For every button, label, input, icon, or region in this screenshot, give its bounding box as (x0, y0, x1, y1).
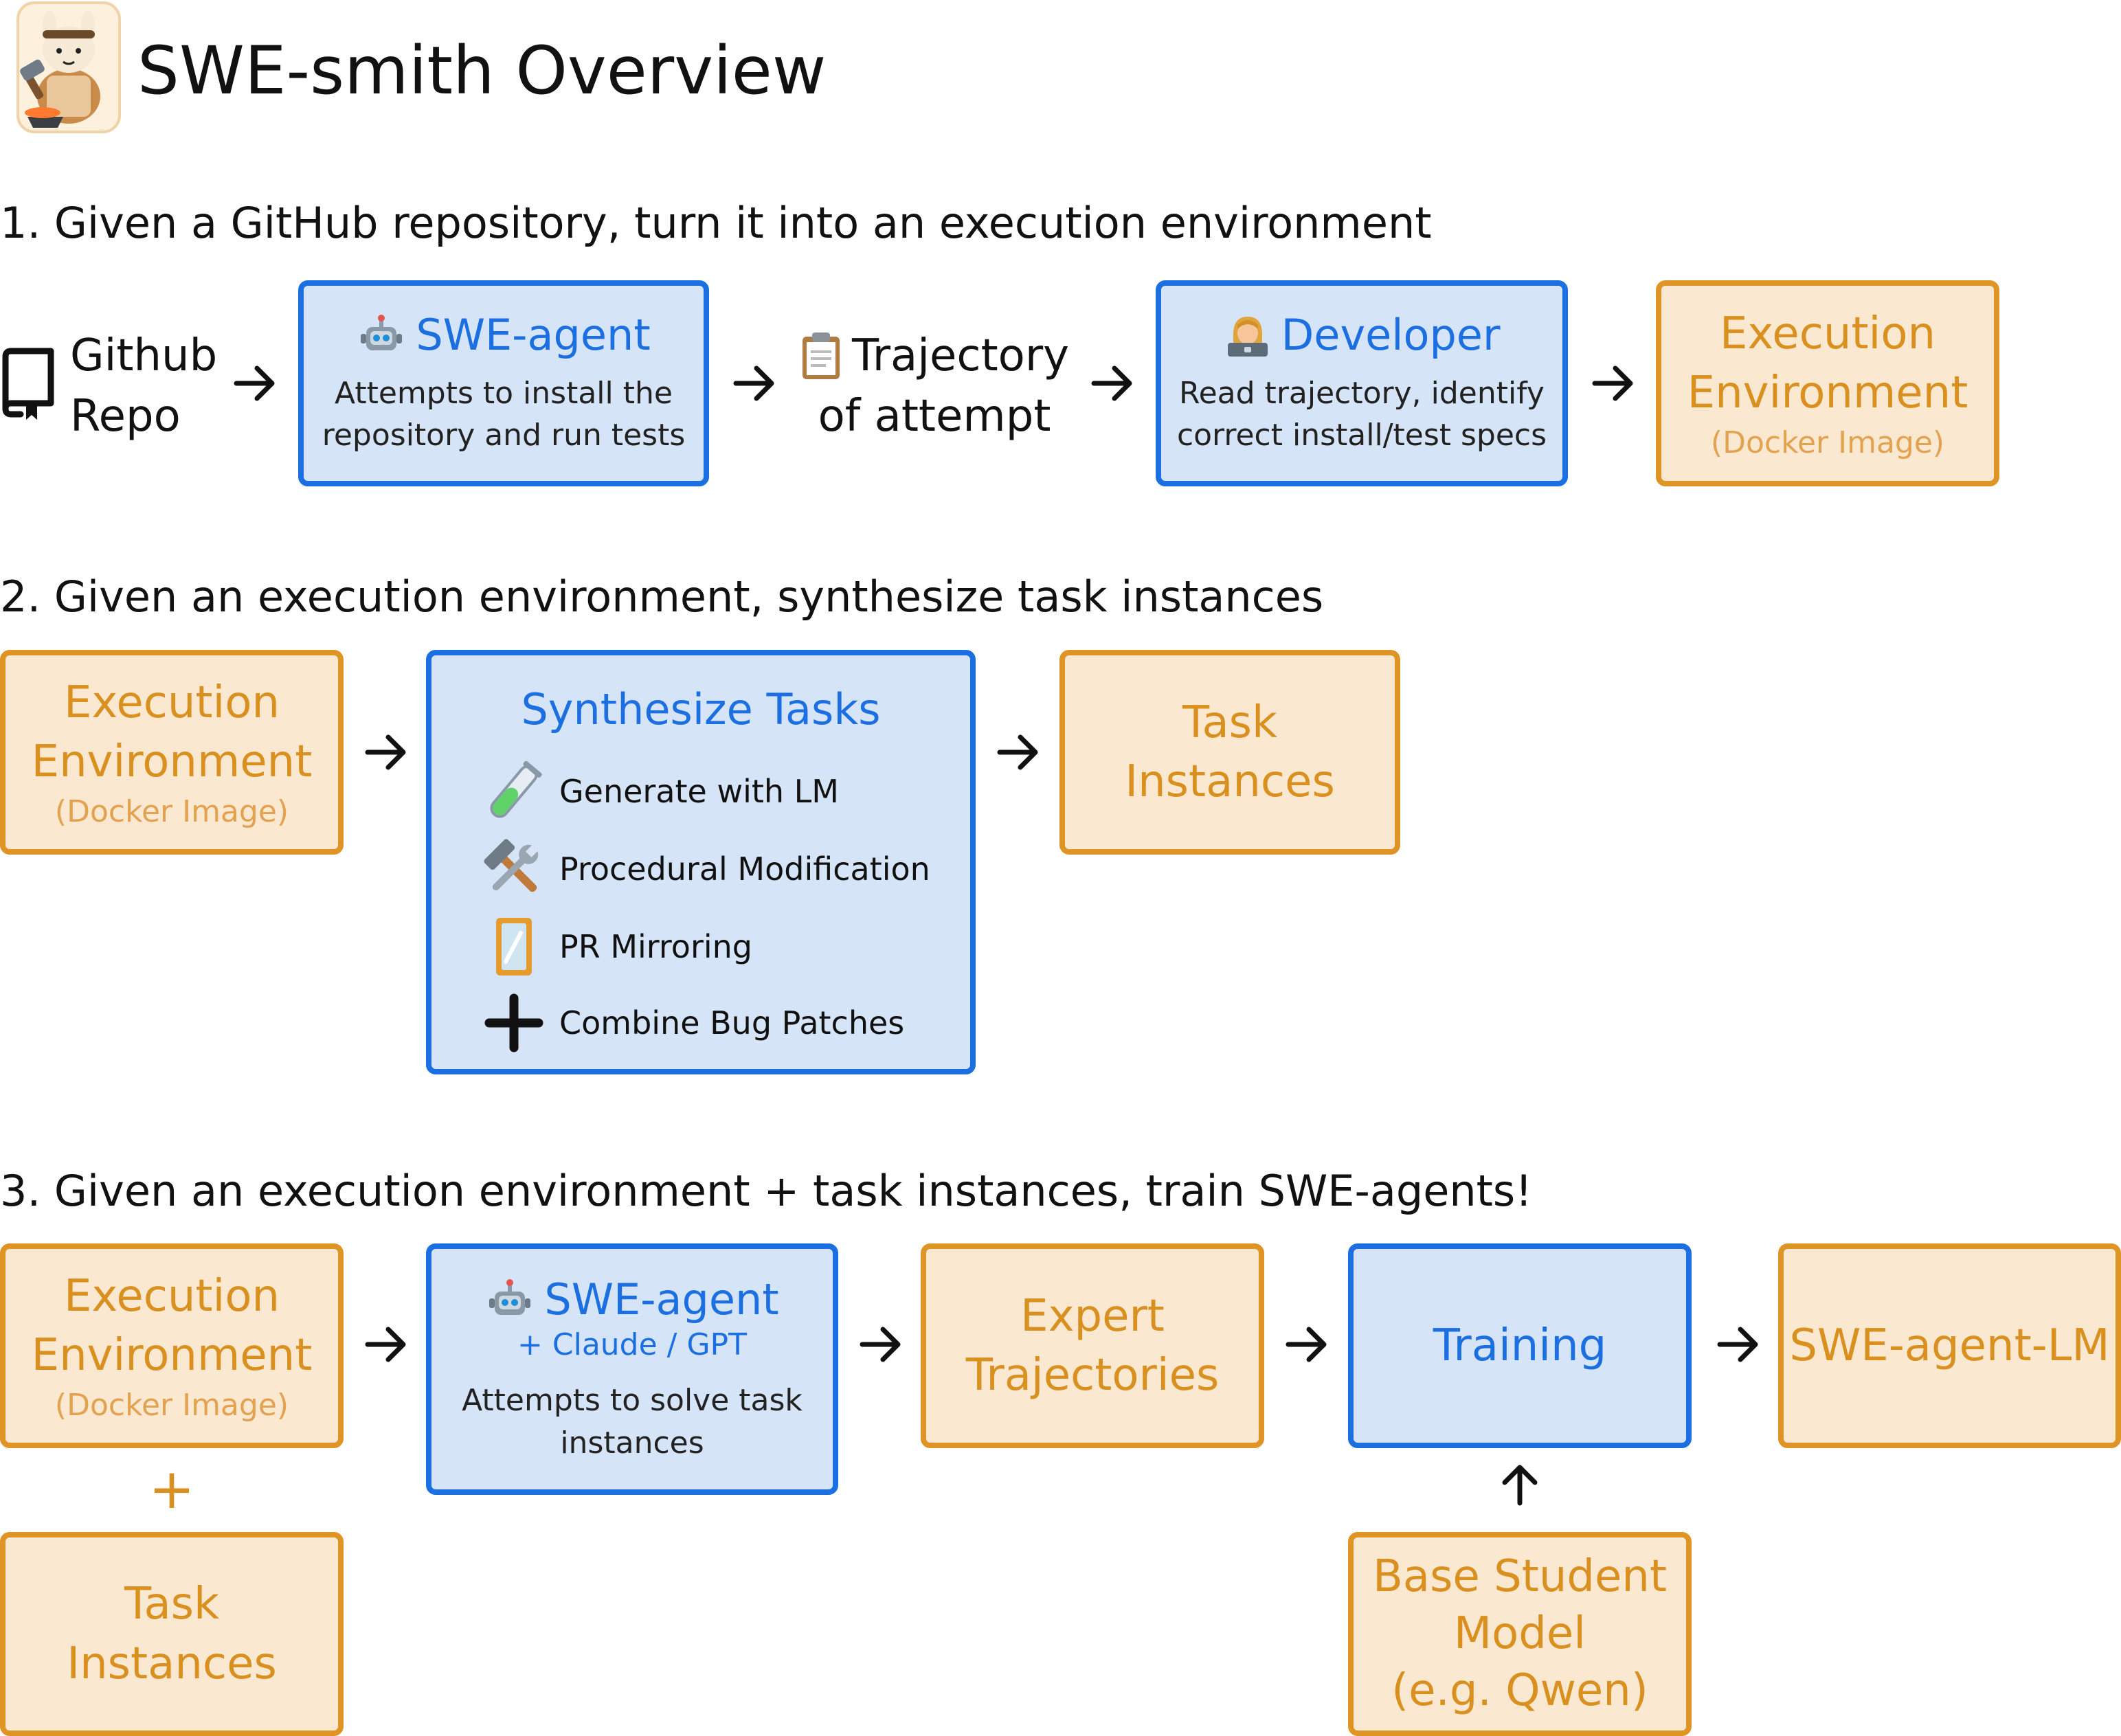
execution-environment-box-2: Execution Environment (Docker Image) (0, 650, 344, 855)
arrow-synthesize-to-tasks (994, 728, 1042, 776)
swe-agent-lm-box: SWE-agent-LM (1778, 1243, 2121, 1448)
developer-icon (1227, 317, 1268, 357)
method-combine-bug-patches: Combine Bug Patches (481, 990, 904, 1056)
swe-agent-desc: Attempts to install the repository and r… (322, 375, 686, 453)
arrow-training-to-output (1714, 1320, 1762, 1368)
method-procedural-modification: Procedural Modification (481, 836, 930, 902)
synthesize-tasks-title: Synthesize Tasks (521, 684, 881, 734)
robot-icon (361, 315, 403, 351)
base-student-model-box: Base Student Model (e.g. Qwen) (1348, 1532, 1692, 1736)
execution-environment-box-3: Execution Environment (Docker Image) (0, 1243, 344, 1448)
clipboard-icon (803, 332, 840, 379)
arrow-env-to-synthesize (362, 728, 410, 776)
plus-sign: + (148, 1457, 195, 1521)
page-title: SWE-smith Overview (137, 32, 827, 109)
expert-trajectories-box: Expert Trajectories (921, 1243, 1264, 1448)
execution-environment-box-1: Execution Environment (Docker Image) (1656, 280, 1999, 486)
section-3-heading: 3. Given an execution environment + task… (0, 1166, 1533, 1216)
task-instances-box-1: Task Instances (1059, 650, 1400, 855)
swe-agent-model-sub: + Claude / GPT (517, 1327, 747, 1362)
trajectory-label: Trajectory of attempt (797, 326, 1072, 447)
swe-agent-title: SWE-agent (416, 310, 651, 361)
robot-icon (489, 1278, 531, 1315)
mirror-icon (481, 914, 547, 980)
hammer-wrench-icon (481, 836, 547, 902)
arrow-developer-to-env (1589, 359, 1637, 407)
method-pr-mirroring: PR Mirroring (481, 914, 752, 980)
developer-box: Developer Read trajectory, identify corr… (1156, 280, 1568, 486)
section-2-heading: 2. Given an execution environment, synth… (0, 572, 1324, 622)
arrow-expert-to-training (1283, 1320, 1331, 1368)
test-tube-icon (481, 758, 547, 824)
arrow-repo-to-agent (231, 359, 279, 407)
swe-agent-solve-box: SWE-agent + Claude / GPT Attempts to sol… (426, 1243, 838, 1495)
developer-desc: Read trajectory, identify correct instal… (1176, 375, 1547, 453)
training-box: Training (1348, 1243, 1692, 1448)
github-repo-label: Github Repo (70, 330, 218, 442)
repo-icon (0, 347, 56, 422)
arrow-agent-to-trajectory (730, 359, 778, 407)
plus-icon (481, 990, 547, 1056)
developer-title: Developer (1281, 310, 1501, 361)
swe-agent-solve-desc: Attempts to solve task instances (462, 1383, 803, 1461)
arrow-trajectory-to-developer (1088, 359, 1136, 407)
swe-agent-title-2: SWE-agent (544, 1274, 779, 1324)
arrow-base-to-training (1496, 1461, 1544, 1509)
task-instances-box-2: Task Instances (0, 1532, 344, 1736)
section-1-heading: 1. Given a GitHub repository, turn it in… (0, 198, 1432, 248)
synthesize-tasks-box: Synthesize Tasks Generate with LM (426, 650, 976, 1074)
method-generate-lm: Generate with LM (481, 758, 839, 824)
arrow-agent-to-expert (857, 1320, 905, 1368)
llama-blacksmith-logo (15, 0, 122, 135)
swe-agent-install-box: SWE-agent Attempts to install the reposi… (298, 280, 709, 486)
arrow-env-to-agent (362, 1320, 410, 1368)
